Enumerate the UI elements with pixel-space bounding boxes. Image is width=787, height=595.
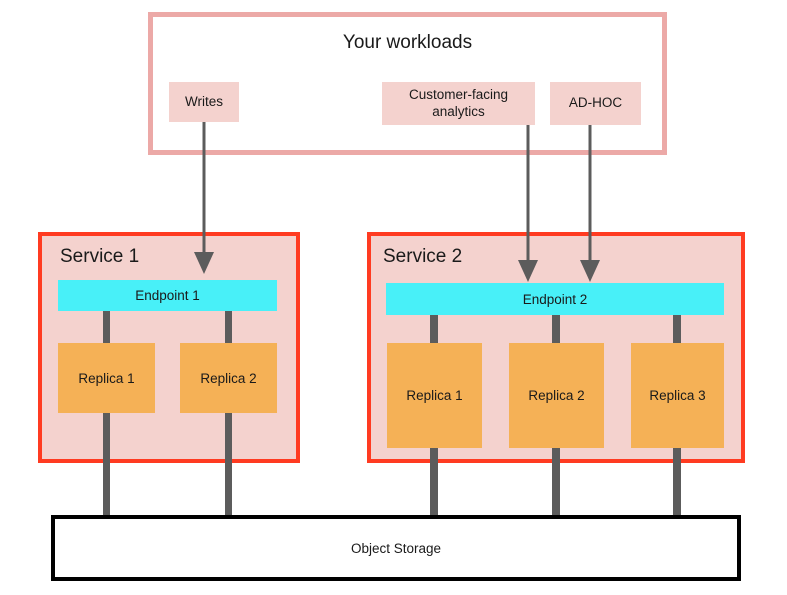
object-storage-box[interactable]: Object Storage — [51, 515, 741, 581]
replica-s1-1[interactable]: Replica 1 — [58, 343, 155, 413]
connector-endpoint2-replica3 — [673, 315, 681, 345]
replica-s1-2[interactable]: Replica 2 — [180, 343, 277, 413]
workload-chip-ad-hoc[interactable]: AD-HOC — [550, 82, 641, 125]
connector-s1-replica2-storage — [225, 413, 232, 517]
workload-chip-writes[interactable]: Writes — [169, 82, 239, 122]
workloads-title: Your workloads — [342, 32, 473, 53]
service-title-2: Service 2 — [383, 246, 463, 267]
service-title-1: Service 1 — [60, 246, 140, 267]
connector-s2-replica2-storage — [552, 448, 560, 517]
replica-s2-3[interactable]: Replica 3 — [631, 343, 724, 448]
workload-chip-customer-facing-analytics[interactable]: Customer-facing analytics — [382, 82, 535, 125]
replica-s2-1[interactable]: Replica 1 — [387, 343, 482, 448]
endpoint-1[interactable]: Endpoint 1 — [58, 280, 277, 311]
connector-endpoint2-replica1 — [430, 315, 438, 345]
connector-endpoint1-replica2 — [225, 311, 232, 345]
arrow-analytics-to-endpoint-2 — [518, 122, 538, 282]
arrow-adhoc-to-endpoint-2 — [580, 122, 600, 282]
replica-s2-2[interactable]: Replica 2 — [509, 343, 604, 448]
connector-endpoint1-replica1 — [103, 311, 110, 345]
connector-s2-replica3-storage — [673, 448, 681, 517]
connector-s2-replica1-storage — [430, 448, 438, 517]
connector-s1-replica1-storage — [103, 413, 110, 517]
arrow-writes-to-endpoint-1 — [194, 120, 214, 274]
endpoint-2[interactable]: Endpoint 2 — [386, 283, 724, 315]
connector-endpoint2-replica2 — [552, 315, 560, 345]
